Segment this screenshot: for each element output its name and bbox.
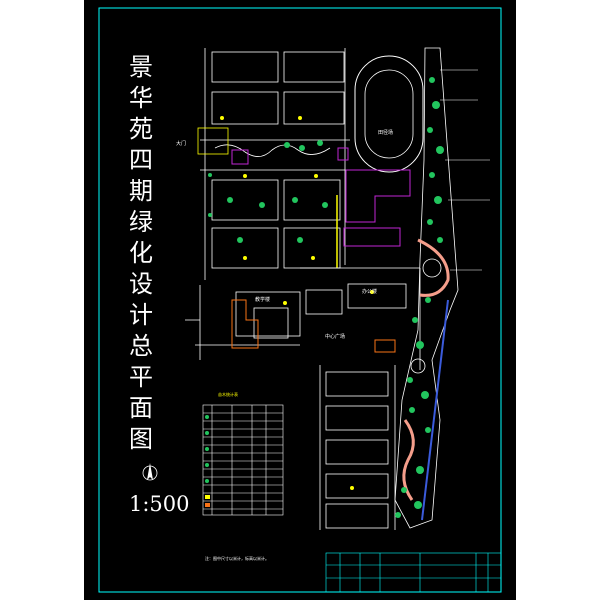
north-arrow-icon bbox=[142, 463, 158, 481]
water-edge bbox=[421, 299, 449, 521]
winding-path bbox=[214, 144, 331, 157]
label-building-b: 办公楼 bbox=[362, 288, 377, 295]
residential-blocks-right bbox=[319, 365, 396, 530]
label-track: 田径场 bbox=[378, 129, 393, 136]
highlight-box bbox=[197, 127, 229, 155]
title-char: 景 bbox=[129, 53, 153, 81]
title-char: 平 bbox=[129, 363, 153, 391]
scale-label: 1:500 bbox=[129, 492, 190, 516]
title-char: 苑 bbox=[129, 115, 153, 143]
purple-buildings bbox=[231, 147, 411, 247]
plant-table bbox=[202, 404, 284, 516]
drawing-frame bbox=[98, 7, 502, 593]
plant-table-swatches bbox=[205, 415, 210, 507]
title-char: 华 bbox=[129, 84, 153, 112]
title-char: 总 bbox=[129, 332, 153, 360]
title-char: 期 bbox=[129, 177, 153, 205]
callout-lines bbox=[440, 69, 490, 271]
label-building-a: 教学楼 bbox=[255, 296, 270, 303]
residential-blocks-left bbox=[185, 48, 350, 360]
title-char: 绿 bbox=[129, 208, 153, 236]
title-char: 面 bbox=[129, 394, 153, 422]
title-char: 计 bbox=[129, 301, 153, 329]
title-char: 四 bbox=[129, 146, 153, 174]
title-char: 设 bbox=[129, 270, 153, 298]
title-block bbox=[325, 552, 502, 593]
orange-buildings bbox=[231, 299, 396, 353]
label-gate: 大门 bbox=[176, 140, 186, 147]
label-plaza: 中心广场 bbox=[325, 333, 345, 340]
table-title: 苗木统计表 bbox=[218, 391, 238, 397]
title-char: 图 bbox=[129, 425, 153, 453]
title-char: 化 bbox=[129, 239, 153, 267]
drawing-note: 注：图中尺寸以米计，标高以米计。 bbox=[205, 555, 269, 561]
yellow-markers bbox=[220, 116, 374, 490]
running-track bbox=[354, 55, 424, 173]
central-buildings bbox=[300, 267, 421, 370]
plant-symbols bbox=[208, 77, 444, 518]
